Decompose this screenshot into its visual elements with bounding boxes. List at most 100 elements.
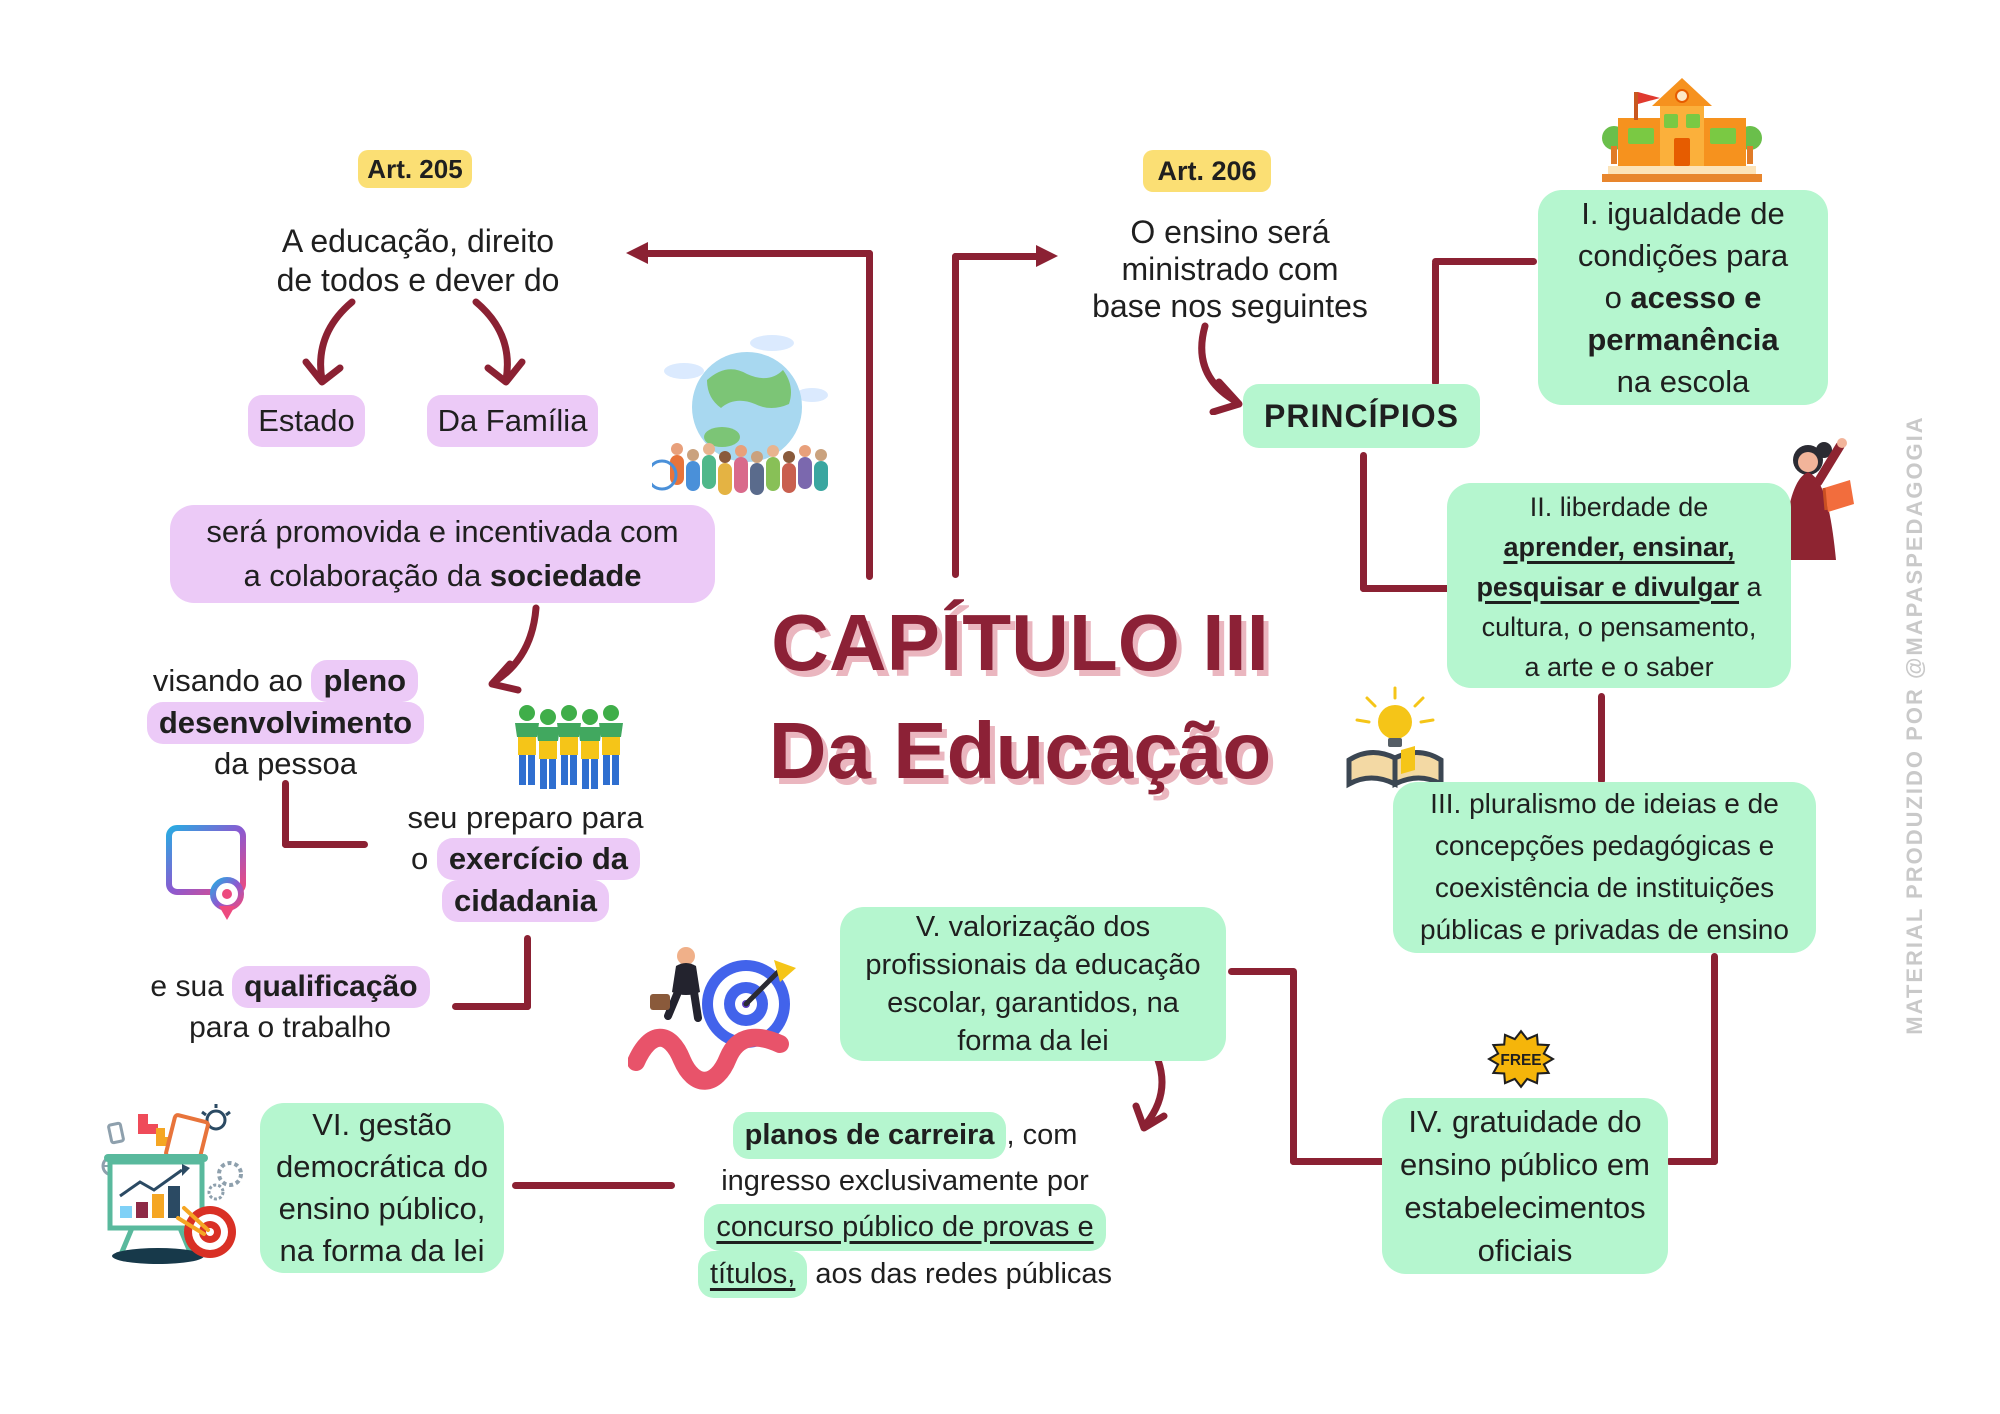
preparo-line3: cidadania (378, 880, 673, 922)
titulos-highlight: títulos, (697, 1251, 808, 1298)
principle5-line3: escolar, garantidos, na (887, 987, 1179, 1019)
principle2-bold: pesquisar e divulgar (1476, 572, 1740, 602)
title-line2: Da Educação (768, 706, 1272, 795)
teacher-icon (1782, 438, 1854, 560)
businessman-figure (650, 947, 702, 1022)
title-line1: CAPÍTULO III (771, 598, 1269, 687)
visando-desenvolvimento-highlight: desenvolvimento (146, 702, 425, 744)
connector-p5-p4-v (1290, 968, 1297, 1165)
certificate-icon (166, 825, 246, 920)
qualificacao-text: e sua qualificação para o trabalho (125, 966, 455, 1048)
promovida-line1: será promovida e incentivada com (206, 514, 679, 549)
principle6-line4: na forma da lei (279, 1233, 485, 1268)
connector-p5-p4-h2 (1290, 1158, 1386, 1165)
principle5-line1: V. valorização dos (915, 911, 1151, 943)
visando-line2: desenvolvimento (118, 702, 453, 744)
principle1-bold2: permanência (1587, 322, 1779, 357)
curved-arrow-to-planos-icon (1132, 1056, 1168, 1132)
principle2-box: II. liberdade de aprender, ensinar, pesq… (1447, 483, 1791, 688)
globe-crowd-icon (652, 335, 828, 495)
carreira-normal2: aos das redes públicas (807, 1258, 1113, 1290)
cidadania-highlight: cidadania (442, 880, 609, 922)
preparo-line2: o exercício da (378, 838, 673, 880)
promovida-box: será promovida e incentivada com a colab… (170, 505, 715, 603)
connector-cidadania-qualificacao-h (452, 1003, 531, 1010)
arrowhead-right-icon (1036, 245, 1058, 267)
principle4-line3: estabelecimentos (1404, 1190, 1646, 1225)
principle4-line1: IV. gratuidade do (1408, 1104, 1642, 1139)
connector-p2-p3 (1598, 693, 1605, 784)
principle5-line2: profissionais da educação (865, 949, 1201, 981)
art206-intro-line2: ministrado com (1121, 251, 1339, 287)
principle3-line4: públicas e privadas de ensino (1420, 914, 1789, 945)
principle6-box: VI. gestão democrática do ensino público… (260, 1103, 504, 1273)
connector-title-to-art206 (952, 253, 1040, 260)
art205-intro: A educação, direito de todos e dever do (248, 222, 588, 300)
connector-cidadania-qualificacao-v (524, 935, 531, 1010)
principle2-line4: cultura, o pensamento, (1481, 612, 1757, 642)
qualificacao-line2: para o trabalho (189, 1011, 391, 1044)
connector-gestao-planos (512, 1182, 675, 1189)
principle1-box: I. igualdade de condições para o acesso … (1538, 190, 1828, 405)
principle4-line2: ensino público em (1400, 1147, 1650, 1182)
preparo-text: seu preparo para o exercício da cidadani… (378, 798, 673, 922)
principle2-line1: II. liberdade de (1529, 492, 1709, 522)
carreira-line2: ingresso exclusivamente por (721, 1165, 1089, 1197)
planos-highlight: planos de carreira (732, 1112, 1007, 1159)
qualificacao-line1: e sua qualificação (125, 966, 455, 1008)
connector-p3-p4-v (1711, 953, 1718, 1165)
art206-intro: O ensino será ministrado com base nos se… (1085, 214, 1375, 325)
visando-normal: visando ao (152, 663, 312, 698)
connector-pessoa-preparo-v (282, 780, 289, 848)
connector-principios-p2-h (1360, 585, 1452, 592)
free-badge-label: FREE (1500, 1052, 1541, 1069)
connector-p3-p4-h (1666, 1158, 1718, 1165)
watermark-credit: MATERIAL PRODUZIDO POR @MAPASPEDAGOGIA (1902, 415, 1927, 1035)
principle6-line2: democrática do (276, 1149, 488, 1184)
connector-title-to-art205 (645, 250, 873, 257)
exercicio-highlight: exercício da (436, 838, 641, 880)
page-title: CAPÍTULO III Da Educação (695, 590, 1345, 806)
preparo-line1: seu preparo para (407, 800, 644, 835)
carreira-line3: concurso público de provas e (655, 1204, 1155, 1251)
principle4-line4: oficiais (1477, 1233, 1573, 1268)
connector-title-to-art205-vertical (866, 250, 873, 580)
art206-badge: Art. 206 (1143, 150, 1271, 192)
visando-line1: visando ao pleno (118, 660, 453, 702)
people-group-icon (515, 705, 623, 789)
principle2-line3: pesquisar e divulgar a (1447, 567, 1791, 607)
curved-arrow-to-estado-icon (302, 298, 356, 386)
qualificacao-normal: e sua (150, 970, 233, 1003)
promovida-line2-bold: sociedade (489, 558, 642, 593)
free-badge-icon: FREE (1487, 1029, 1555, 1089)
principle1-line1: I. igualdade de (1581, 196, 1785, 231)
principle3-line2: concepções pedagógicas e (1434, 830, 1775, 861)
principle5-line4: forma da lei (957, 1025, 1109, 1057)
promovida-line2-normal: a colaboração da (243, 558, 490, 593)
principle1-line5: na escola (1616, 364, 1750, 399)
principle1-line2: condições para (1577, 238, 1789, 273)
curved-arrow-to-principios-icon (1198, 322, 1243, 415)
visando-line3: da pessoa (213, 746, 358, 781)
estado-box: Estado (248, 395, 365, 447)
principle6-line3: ensino público, (278, 1191, 486, 1226)
carreira-line1: planos de carreira, com (655, 1112, 1155, 1159)
principle1-bold1: acesso e (1630, 280, 1762, 315)
curved-arrow-to-visando-icon (488, 604, 540, 694)
principle2-normal: a (1739, 572, 1762, 602)
qualificacao-highlight: qualificação (232, 966, 430, 1008)
connector-principios-p1-h (1432, 258, 1537, 265)
familia-box: Da Família (427, 395, 598, 447)
curved-arrow-to-familia-icon (472, 298, 526, 386)
carreira-line4: títulos, aos das redes públicas (655, 1251, 1155, 1298)
connector-p5-p4-h1 (1228, 968, 1296, 975)
connector-principios-p2-v (1360, 452, 1367, 592)
principios-box: PRINCÍPIOS (1243, 384, 1480, 448)
connector-principios-p1-v (1432, 260, 1439, 386)
connector-pessoa-preparo-h (282, 841, 368, 848)
school-icon (1602, 78, 1762, 182)
principle1-normal: o (1604, 280, 1631, 315)
connector-title-to-art206-vertical (952, 253, 959, 578)
businessman-target-icon (628, 947, 796, 1090)
